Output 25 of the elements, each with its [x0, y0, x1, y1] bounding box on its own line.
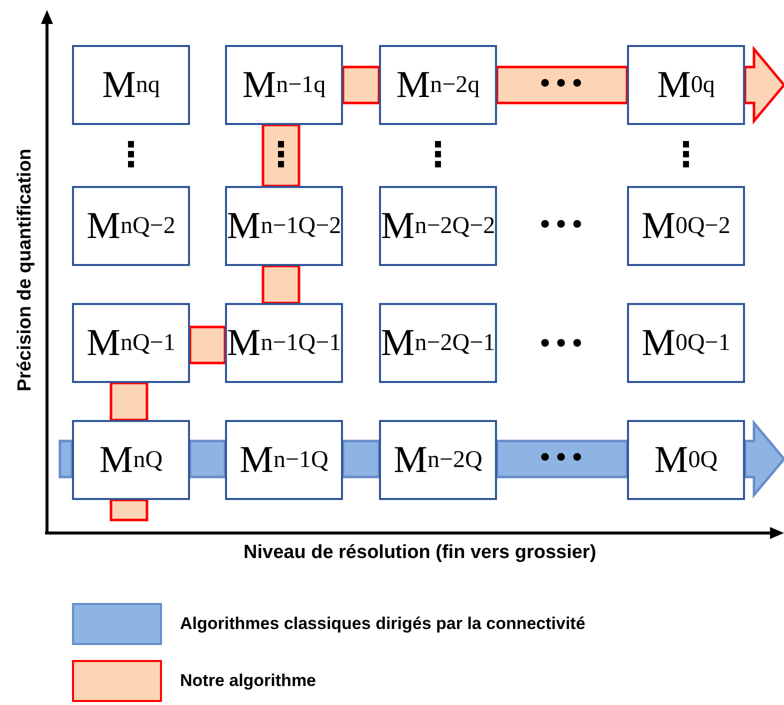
band-connector: [496, 440, 628, 478]
band-connector: [110, 498, 148, 522]
ellipsis: ⋮: [114, 138, 148, 172]
band-connector: [188, 440, 226, 478]
band-arrow: [744, 46, 784, 124]
band-connector: [58, 440, 74, 478]
ellipsis: ⋮: [421, 138, 455, 172]
band-connector: [110, 382, 148, 422]
band-connector: [342, 66, 380, 104]
band-connector: [188, 326, 226, 364]
legend-label: Notre algorithme: [180, 671, 316, 691]
ellipsis: •••: [538, 448, 586, 470]
axis-title: Niveau de résolution (fin vers grossier): [244, 542, 596, 564]
band-connector: [262, 264, 300, 304]
band-connector: [342, 440, 380, 478]
band-connector: [262, 124, 300, 188]
ellipsis: ⋮: [264, 138, 298, 172]
legend-label: Algorithmes classiques dirigés par la connectivité: [180, 614, 586, 634]
ellipsis: ⋮: [669, 138, 703, 172]
ellipsis: •••: [538, 74, 586, 96]
ellipsis: •••: [538, 215, 586, 237]
band-connector: [496, 66, 628, 104]
axis-title: Précision de quantification: [14, 148, 36, 392]
ellipsis: •••: [538, 334, 586, 356]
band-arrow: [744, 420, 784, 498]
